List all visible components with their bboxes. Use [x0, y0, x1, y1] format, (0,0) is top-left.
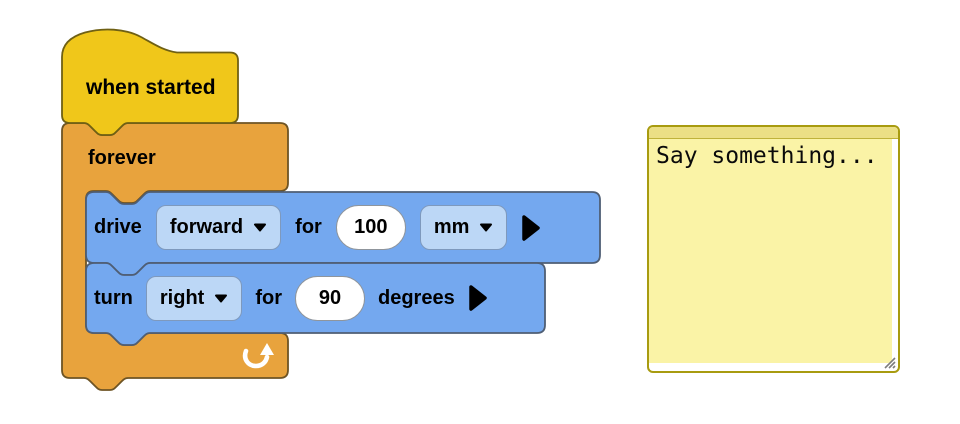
- when-started-label: when started: [86, 76, 216, 99]
- drive-distance-input[interactable]: 100: [335, 205, 406, 250]
- turn-verb-label: turn: [94, 286, 133, 309]
- loop-arrow-icon: [242, 343, 274, 369]
- drive-unit-dropdown[interactable]: mm: [419, 205, 508, 250]
- turn-for-label: for: [255, 286, 282, 309]
- forever-label: forever: [88, 147, 156, 169]
- comment-note[interactable]: Say something...: [647, 125, 900, 373]
- turn-direction-value: right: [159, 286, 205, 309]
- drive-distance-value: 100: [354, 216, 388, 238]
- caret-down-icon: [254, 223, 267, 232]
- resize-grip-icon[interactable]: [883, 356, 896, 369]
- expand-arrow-icon[interactable]: [521, 214, 541, 242]
- caret-down-icon: [215, 294, 228, 302]
- expand-arrow-icon[interactable]: [468, 284, 488, 312]
- comment-drag-bar[interactable]: [649, 127, 898, 139]
- when-started-block[interactable]: [61, 28, 239, 136]
- turn-angle-value: 90: [318, 286, 342, 309]
- drive-block-row: drive forward for 100 mm: [94, 192, 541, 263]
- caret-down-icon: [480, 223, 493, 232]
- drive-unit-value: mm: [433, 216, 470, 238]
- turn-angle-input[interactable]: 90: [295, 275, 365, 321]
- drive-verb-label: drive: [94, 216, 142, 238]
- comment-text[interactable]: Say something...: [656, 143, 878, 169]
- drive-for-label: for: [295, 216, 322, 238]
- drive-direction-value: forward: [169, 216, 244, 238]
- turn-direction-dropdown[interactable]: right: [145, 275, 243, 321]
- turn-block-row: turn right for 90 degrees: [94, 263, 488, 333]
- turn-unit-label: degrees: [378, 286, 455, 309]
- drive-direction-dropdown[interactable]: forward: [155, 205, 282, 250]
